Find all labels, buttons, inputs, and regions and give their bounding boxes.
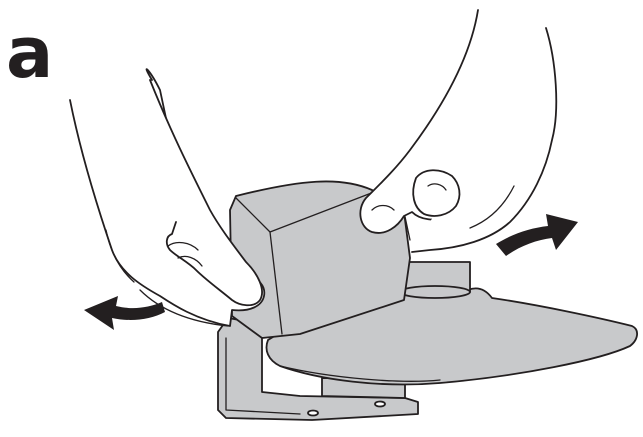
right-hand [360, 10, 556, 252]
center-post [400, 262, 470, 298]
bracket-screw-hole-icon [308, 411, 318, 416]
bracket-screw-hole-icon [375, 402, 385, 407]
